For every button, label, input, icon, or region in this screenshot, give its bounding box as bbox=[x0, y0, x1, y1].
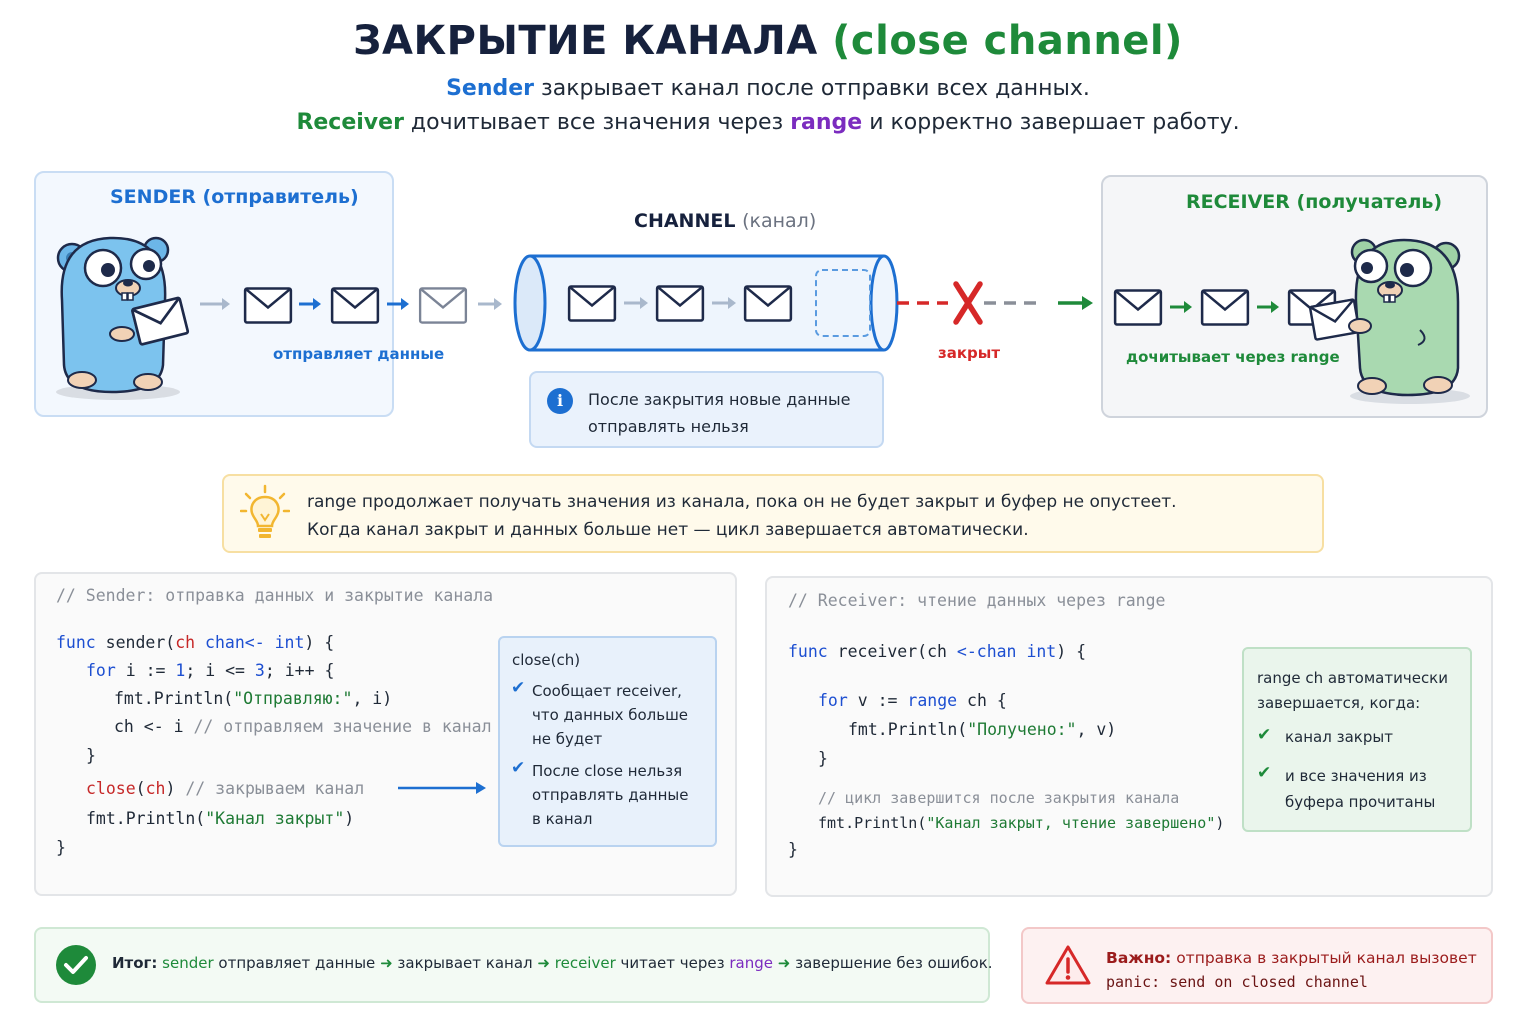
envelope-icon bbox=[743, 285, 793, 322]
receiver-code-comment: // Receiver: чтение данных через range bbox=[788, 591, 1166, 610]
envelope-icon bbox=[1200, 289, 1250, 326]
summary-receiver: receiver bbox=[554, 954, 616, 972]
close-note-item-2: После close нельзя отправлять данные в к… bbox=[532, 762, 689, 828]
code-line: func receiver(ch <-chan int) { bbox=[788, 642, 1087, 661]
close-note-title: close(ch) bbox=[512, 651, 581, 669]
subtitle-line2-end: и корректно завершает работу. bbox=[862, 110, 1240, 135]
code-line: for i := 1; i <= 3; i++ { bbox=[86, 661, 335, 680]
arrow-right-icon: ➜ bbox=[380, 954, 393, 972]
summary-part-2: отправляет данные bbox=[213, 954, 376, 972]
page-title: ЗАКРЫТИЕ КАНАЛА (close channel) bbox=[0, 18, 1536, 64]
subtitle-range: range bbox=[790, 110, 863, 135]
channel-title: CHANNEL (канал) bbox=[634, 210, 816, 232]
channel-title-main: CHANNEL bbox=[634, 210, 736, 232]
code-line: func sender(ch chan<- int) { bbox=[56, 633, 335, 652]
code-line: fmt.Println("Получено:", v) bbox=[848, 720, 1117, 739]
code-line: } bbox=[86, 746, 96, 765]
channel-pipe bbox=[513, 254, 899, 352]
channel-info-text: После закрытия новые данные отправлять н… bbox=[588, 386, 878, 440]
tip-box bbox=[222, 474, 1324, 553]
close-note-item-1: Сообщает receiver, что данных больше не … bbox=[532, 682, 689, 748]
subtitle-line-2: Receiver дочитывает все значения через r… bbox=[0, 110, 1536, 135]
range-note-title: range ch автоматически завершается, когд… bbox=[1257, 669, 1448, 712]
summary-range: range bbox=[729, 954, 773, 972]
subtitle-line2-mid: дочитывает все значения через bbox=[403, 110, 791, 135]
subtitle-sender: Sender bbox=[446, 76, 535, 101]
closed-caption: закрыт bbox=[938, 344, 1001, 362]
subtitle-line1-rest: закрывает канал после отправки всех данн… bbox=[534, 76, 1090, 101]
code-line: ch <- i // отправляем значение в канал bbox=[114, 717, 492, 736]
success-check-icon bbox=[56, 945, 96, 985]
tip-text: range продолжает получать значения из ка… bbox=[307, 488, 1307, 544]
lightbulb-icon bbox=[240, 484, 290, 538]
envelope-icon bbox=[330, 287, 380, 324]
code-line: fmt.Println("Канал закрыт") bbox=[86, 809, 355, 828]
subtitle-receiver: Receiver bbox=[296, 110, 404, 135]
sender-comment: // Sender: отправка данных и закрытие ка… bbox=[56, 586, 494, 605]
sender-code-comment: // Sender: отправка данных и закрытие ка… bbox=[56, 586, 493, 605]
code-line: for v := range ch { bbox=[818, 691, 1007, 710]
flow-diagram bbox=[56, 236, 1470, 404]
check-icon: ✔ bbox=[1257, 763, 1272, 783]
warning-label: Важно: bbox=[1106, 949, 1172, 967]
summary-part-3: закрывает канал bbox=[392, 954, 533, 972]
warning-box bbox=[1021, 927, 1493, 1004]
channel-title-sub: (канал) bbox=[742, 210, 817, 232]
arrow-right-icon: ➜ bbox=[777, 954, 791, 972]
envelope-icon bbox=[567, 285, 617, 322]
warning-icon bbox=[1045, 945, 1091, 985]
closed-x-icon bbox=[897, 281, 1093, 325]
sender-flow bbox=[200, 287, 502, 324]
receiver-comment: // Receiver: чтение данных через range bbox=[788, 591, 1166, 610]
code-line: // цикл завершится после закрытия канала bbox=[818, 789, 1180, 807]
info-line-1: После закрытия новые данные bbox=[588, 390, 851, 409]
code-line: fmt.Println("Отправляю:", i) bbox=[114, 689, 393, 708]
subtitle-line-1: Sender закрывает канал после отправки вс… bbox=[0, 76, 1536, 101]
arrow-right-icon bbox=[398, 782, 486, 794]
range-note-item-1: канал закрыт bbox=[1285, 728, 1393, 746]
check-icon: ✔ bbox=[511, 678, 526, 698]
info-icon: i bbox=[547, 388, 573, 414]
title-paren: (close channel) bbox=[832, 18, 1183, 64]
envelope-icon bbox=[418, 287, 468, 324]
code-line: } bbox=[56, 838, 66, 857]
warning-message: отправка в закрытый канал вызовет bbox=[1171, 949, 1477, 967]
sender-title: SENDER (отправитель) bbox=[110, 186, 359, 208]
channel-info-box bbox=[529, 371, 884, 448]
envelope-icon bbox=[243, 287, 293, 324]
summary-label: Итог: bbox=[112, 954, 158, 972]
summary-part-5: читает через bbox=[615, 954, 730, 972]
arrow-right-icon: ➜ bbox=[537, 954, 550, 972]
code-line: } bbox=[818, 749, 828, 768]
receiver-flow bbox=[1113, 289, 1337, 326]
range-note-item-2: и все значения из буфера прочитаны bbox=[1285, 767, 1436, 811]
warning-text: Важно: отправка в закрытый канал вызовет… bbox=[1106, 946, 1477, 994]
receiver-gopher-icon bbox=[1308, 238, 1470, 404]
warning-code: panic: send on closed channel bbox=[1106, 973, 1368, 991]
empty-slot bbox=[815, 269, 871, 337]
receiver-title: RECEIVER (получатель) bbox=[1186, 191, 1443, 213]
code-line: close(ch) // закрываем канал bbox=[86, 779, 365, 798]
sender-caption: отправляет данные bbox=[273, 345, 445, 363]
code-line: fmt.Println("Канал закрыт, чтение заверш… bbox=[818, 814, 1225, 832]
receiver-caption: дочитывает через range bbox=[1126, 348, 1340, 366]
envelope-icon bbox=[1113, 289, 1163, 326]
tip-line-2: Когда канал закрыт и данных больше нет —… bbox=[307, 520, 1029, 540]
sender-gopher-icon bbox=[56, 236, 190, 400]
range-note-box bbox=[1242, 647, 1472, 832]
check-icon: ✔ bbox=[1257, 725, 1272, 745]
envelope-icon bbox=[655, 285, 705, 322]
info-line-2: отправлять нельзя bbox=[588, 417, 749, 436]
title-main: ЗАКРЫТИЕ КАНАЛА bbox=[353, 18, 818, 64]
tip-line-1: range продолжает получать значения из ка… bbox=[307, 492, 1177, 512]
summary-box bbox=[34, 927, 990, 1003]
summary-sender: sender bbox=[162, 954, 214, 972]
close-note-box bbox=[498, 636, 717, 847]
code-line: } bbox=[788, 840, 798, 859]
summary-text: Итог: sender отправляет данные ➜ закрыва… bbox=[112, 954, 993, 972]
summary-part-7: завершение без ошибок. bbox=[790, 954, 993, 972]
check-icon: ✔ bbox=[511, 758, 526, 778]
